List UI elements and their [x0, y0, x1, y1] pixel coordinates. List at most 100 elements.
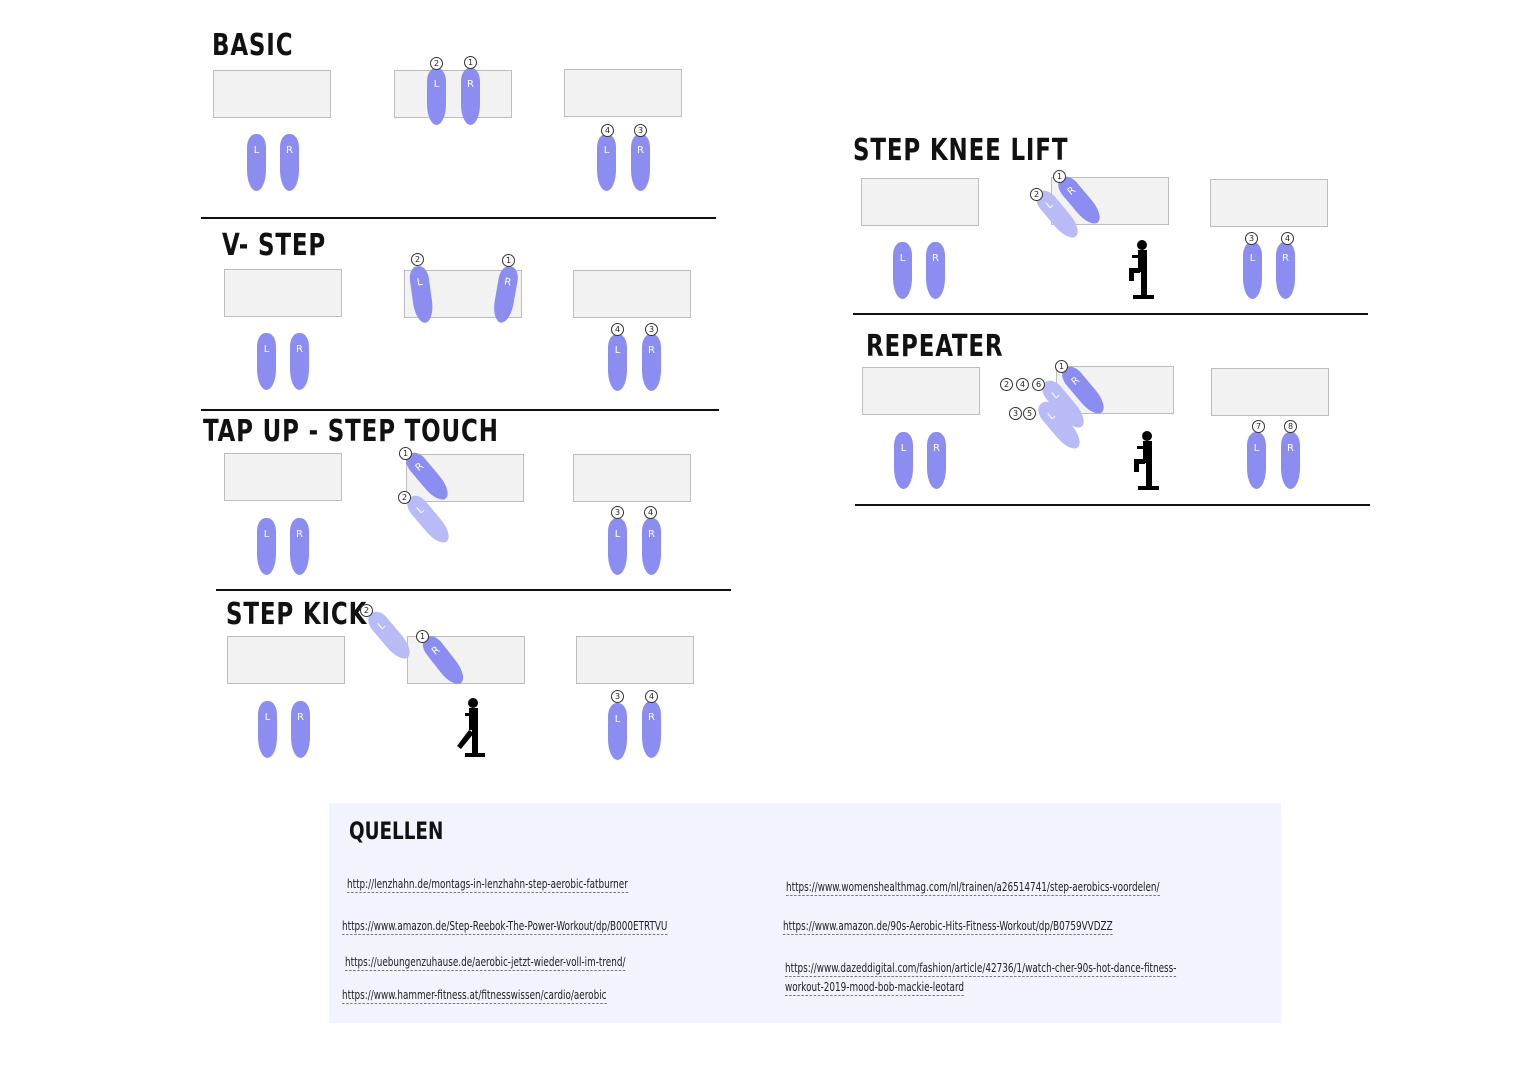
person-repeater-icon [1134, 431, 1159, 490]
foot-label: L [263, 344, 270, 355]
step-platform [564, 69, 682, 117]
step-number: 3 [1009, 407, 1022, 420]
foot-label: L [253, 145, 260, 156]
step-number: 4 [1016, 378, 1029, 391]
source-link[interactable]: https://uebungenzuhause.de/aerobic-jetzt… [345, 955, 626, 971]
left-foot: L [894, 432, 913, 489]
right-foot: R [290, 333, 309, 390]
foot-label: R [467, 79, 474, 90]
step-platform [576, 636, 694, 684]
foot-label: R [296, 529, 303, 540]
step-number: 2 [411, 253, 424, 266]
foot-label: L [614, 345, 621, 356]
left-foot: L [1243, 242, 1262, 299]
sources-title: QUELLEN [349, 817, 444, 845]
foot-label: L [376, 620, 388, 633]
step-platform [227, 636, 345, 684]
divider [201, 217, 716, 219]
step-number: 3 [1245, 232, 1258, 245]
step-platform [573, 454, 691, 502]
foot-label: R [648, 712, 655, 723]
left-foot: L [608, 703, 627, 760]
foot-label: L [264, 712, 271, 723]
foot-label: R [1282, 253, 1289, 264]
foot-label: L [614, 714, 621, 725]
sources-panel: QUELLEN http://lenzhahn.de/montags-in-le… [329, 803, 1281, 1023]
foot-label: R [297, 712, 304, 723]
section-title-v-step: V- STEP [222, 228, 327, 263]
source-link[interactable]: https://www.amazon.de/Step-Reebok-The-Po… [342, 919, 668, 935]
section-title-repeater: REPEATER [866, 329, 1004, 364]
step-number: 1 [502, 254, 515, 267]
step-platform [394, 70, 512, 118]
source-link[interactable]: https://www.hammer-fitness.at/fitnesswis… [342, 988, 607, 1004]
step-platform [213, 70, 331, 118]
step-platform [861, 178, 979, 226]
step-platform [1210, 179, 1328, 227]
foot-label: R [296, 344, 303, 355]
step-number: 4 [601, 124, 614, 137]
foot-label: R [648, 345, 655, 356]
foot-label: R [637, 145, 644, 156]
foot-label: R [933, 443, 940, 454]
foot-label: L [1253, 443, 1260, 454]
step-number: 8 [1284, 420, 1297, 433]
step-number: 4 [644, 506, 657, 519]
right-foot: R [642, 334, 661, 391]
right-foot: R [1281, 432, 1300, 489]
left-foot: L [893, 242, 912, 299]
step-number: 4 [645, 690, 658, 703]
step-platform [573, 270, 691, 318]
step-number: 1 [1053, 170, 1066, 183]
right-foot: R [461, 68, 480, 125]
step-number: 4 [1281, 232, 1294, 245]
step-number: 1 [399, 447, 412, 460]
left-foot: L [608, 518, 627, 575]
source-link[interactable]: https://www.amazon.de/90s-Aerobic-Hits-F… [783, 919, 1113, 935]
step-number: 1 [416, 630, 429, 643]
source-link[interactable]: https://www.dazeddigital.com/fashion/art… [785, 961, 1177, 977]
right-foot: R [642, 518, 661, 575]
step-number: 3 [634, 124, 647, 137]
step-number: 3 [611, 506, 624, 519]
step-number: 2 [1000, 378, 1013, 391]
step-number: 1 [464, 56, 477, 69]
right-foot: R [926, 242, 945, 299]
right-foot: R [290, 518, 309, 575]
foot-label: L [416, 276, 424, 289]
foot-label: R [648, 529, 655, 540]
section-title-step-kick: STEP KICK [226, 597, 368, 632]
foot-label: R [286, 145, 293, 156]
step-number: 3 [645, 323, 658, 336]
foot-label: L [415, 504, 427, 517]
divider [855, 504, 1370, 506]
step-number: 2 [1030, 188, 1043, 201]
divider [201, 409, 719, 411]
section-title-tap-up: TAP UP - STEP TOUCH [203, 414, 499, 449]
left-foot: L [258, 701, 277, 758]
section-title-step-knee-lift: STEP KNEE LIFT [853, 133, 1069, 168]
step-number: 2 [430, 57, 443, 70]
foot-label: L [263, 529, 270, 540]
right-foot: R [631, 134, 650, 191]
left-foot: L [257, 333, 276, 390]
foot-label: L [603, 145, 610, 156]
left-foot: L [608, 334, 627, 391]
foot-label: L [899, 253, 906, 264]
divider [216, 589, 731, 591]
step-platform [1211, 368, 1329, 416]
step-number: 7 [1252, 420, 1265, 433]
source-link[interactable]: https://www.womenshealthmag.com/nl/train… [786, 880, 1160, 896]
step-number: 6 [1032, 378, 1045, 391]
step-number: 5 [1023, 407, 1036, 420]
source-link[interactable]: http://lenzhahn.de/montags-in-lenzhahn-s… [347, 877, 628, 893]
left-foot: L [257, 518, 276, 575]
right-foot: R [280, 134, 299, 191]
left-foot: L [247, 134, 266, 191]
foot-label: L [433, 79, 440, 90]
divider [853, 313, 1368, 315]
person-knee-lift-icon [1129, 240, 1154, 299]
source-link[interactable]: workout-2019-mood-bob-mackie-leotard [785, 980, 965, 996]
foot-label: L [1249, 253, 1256, 264]
step-number: 4 [611, 323, 624, 336]
